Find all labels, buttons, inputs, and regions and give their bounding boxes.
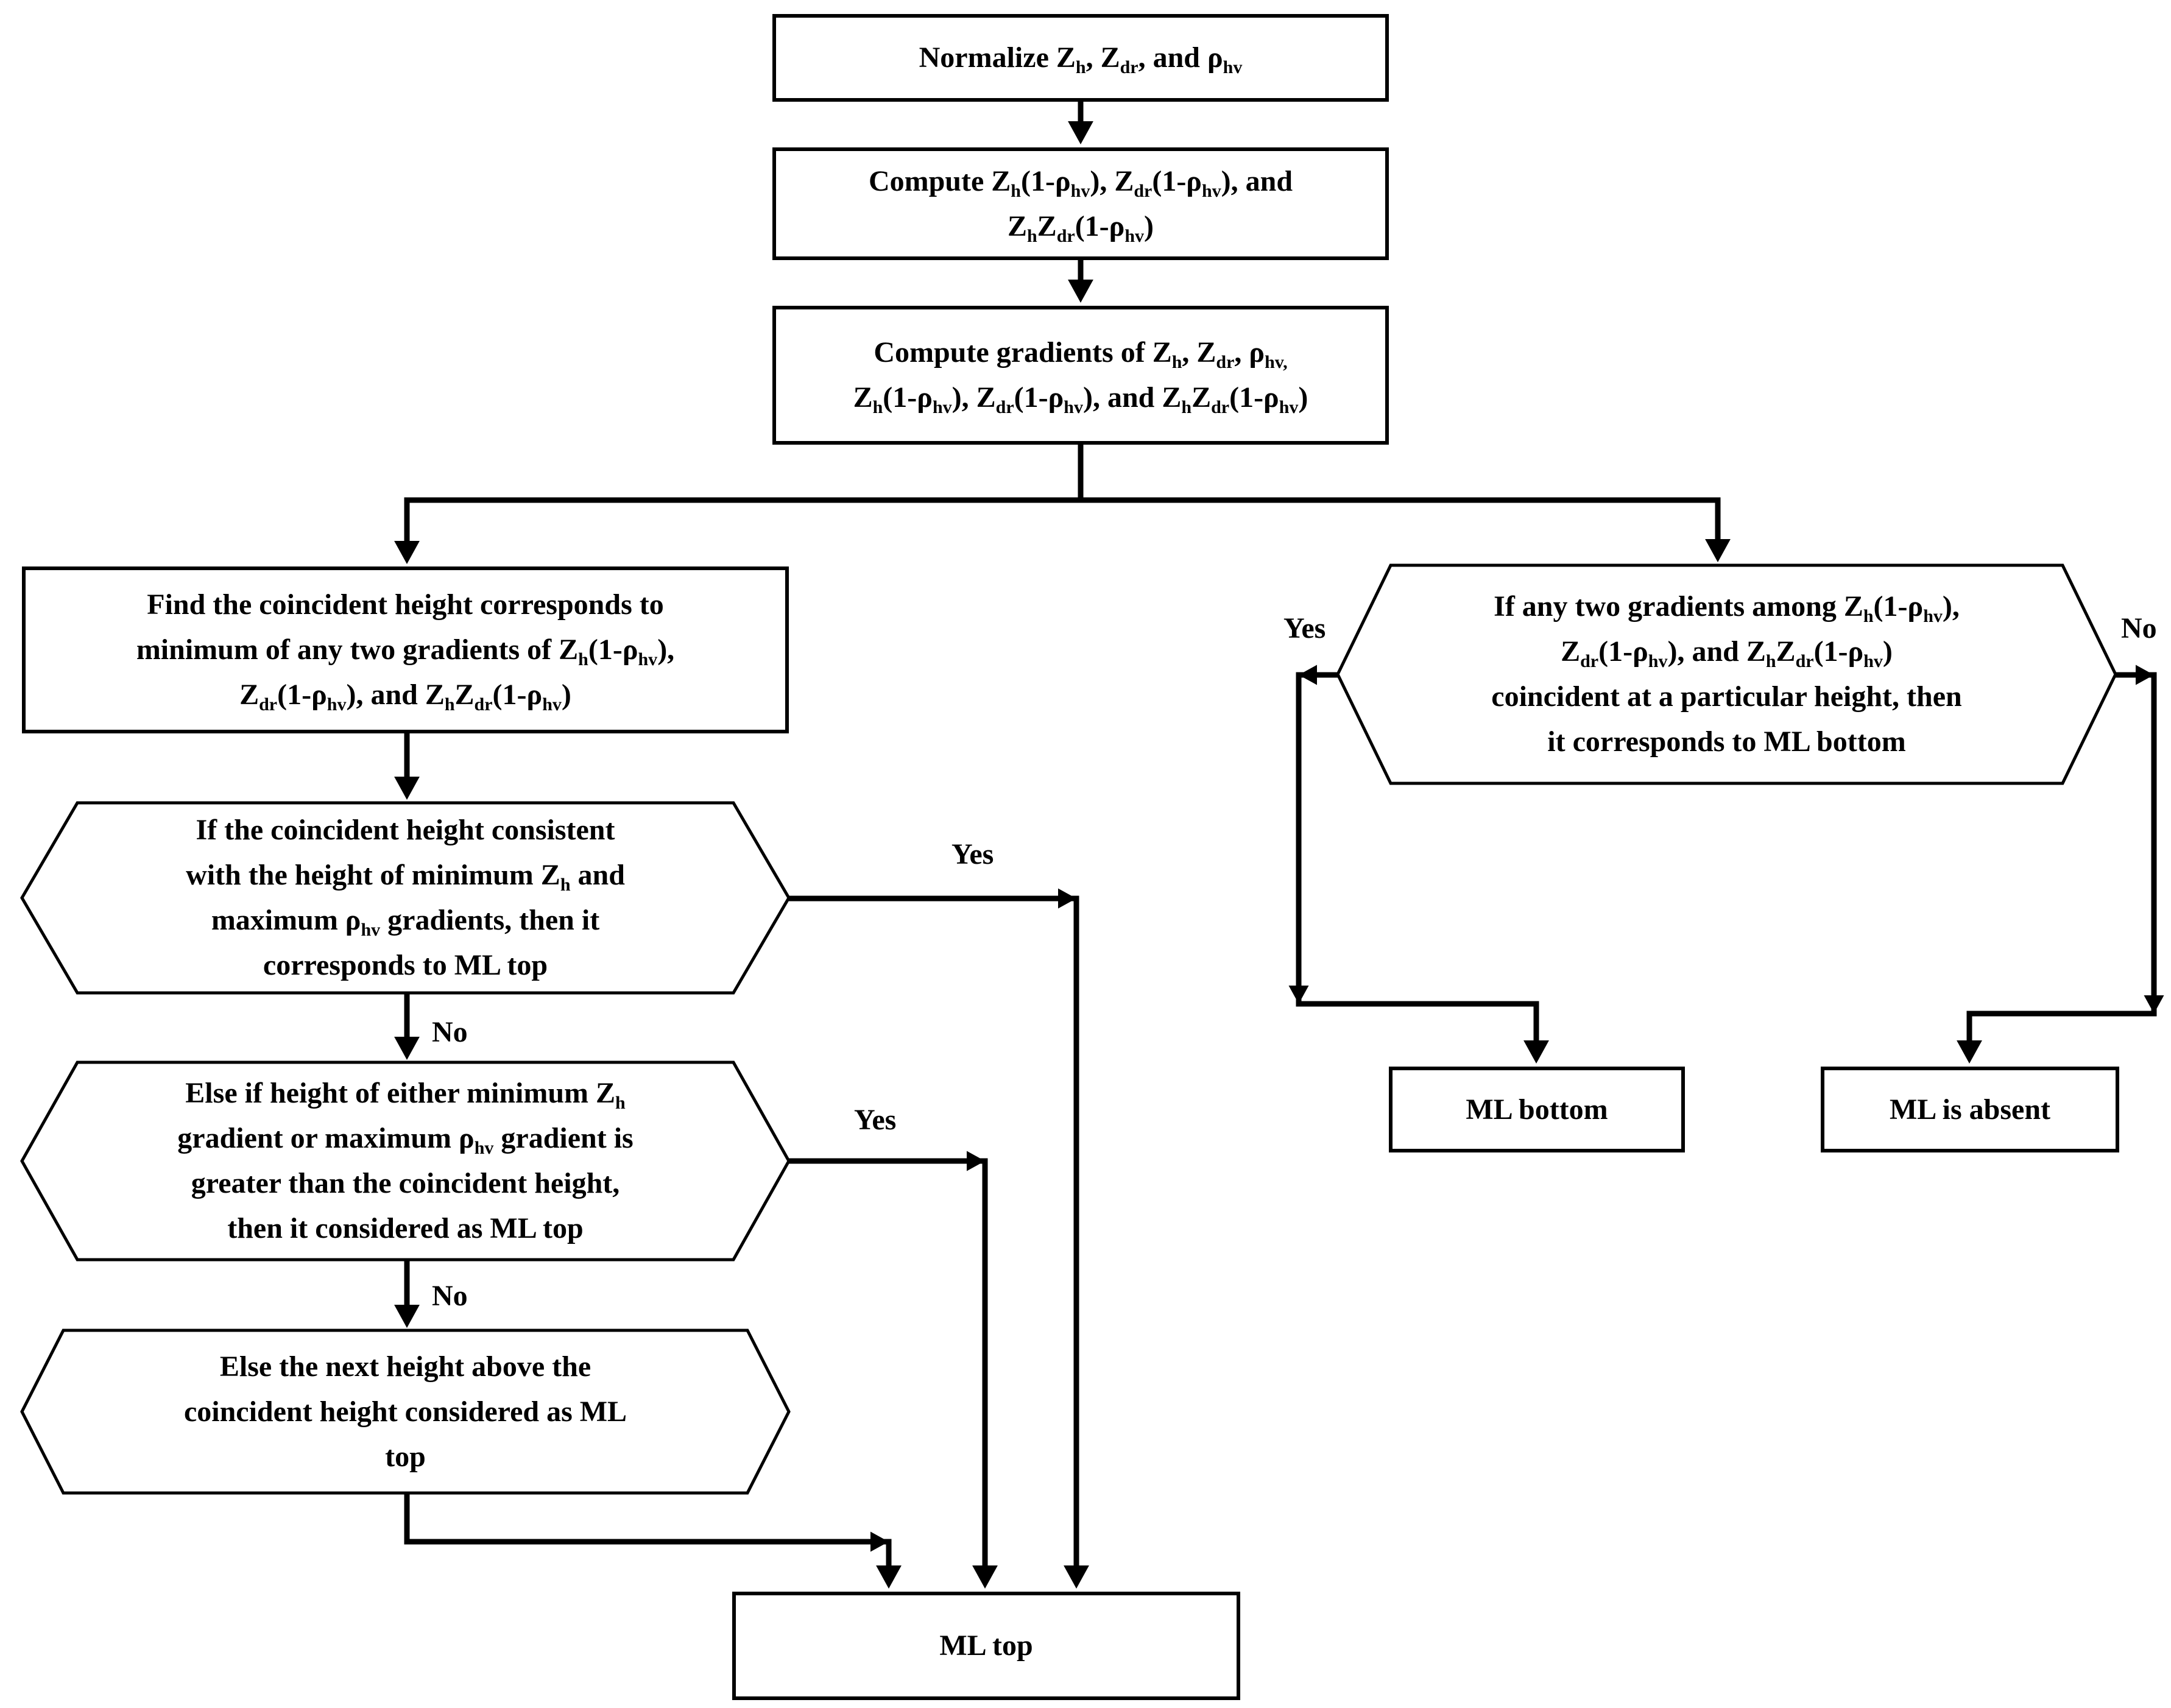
node-text-line: Compute gradients of Zh, Zdr, ρhv,	[874, 336, 1288, 372]
node-text-line: greater than the coincident height,	[191, 1167, 620, 1199]
edge-greater-yes	[789, 1151, 998, 1589]
node-check-bottom-text: If any two gradients among Zh(1-ρhv), Zdr…	[1491, 584, 1961, 764]
node-find-coincident-text: Find the coincident height corresponds t…	[136, 582, 674, 718]
node-text-line: If the coincident height consistent	[196, 814, 615, 846]
edge-corner-arrowhead	[870, 1531, 889, 1552]
node-text-line: ML is absent	[1889, 1093, 2051, 1126]
edge-corner-arrowhead	[1288, 986, 1309, 1004]
node-text-line: gradient or maximum ρhv gradient is	[177, 1122, 634, 1158]
node-ml-absent-text: ML is absent	[1890, 1087, 2050, 1132]
node-ml-bottom: ML bottom	[1389, 1067, 1685, 1152]
edge-arrowhead	[1705, 539, 1731, 562]
node-text-line: ML bottom	[1466, 1093, 1608, 1126]
edge-label-bottom-no: No	[2121, 612, 2157, 644]
node-text-line: minimum of any two gradients of Zh(1-ρhv…	[136, 633, 675, 669]
edge-gradients-to-find	[394, 445, 1084, 564]
node-text-line: it corresponds to ML bottom	[1547, 725, 1906, 758]
node-ml-bottom-text: ML bottom	[1466, 1087, 1608, 1132]
node-text-line: ML top	[939, 1629, 1033, 1662]
node-text-line: Else the next height above the	[219, 1350, 591, 1383]
edge-arrowhead	[1068, 280, 1093, 303]
node-check-consistent-text: If the coincident height consistent with …	[186, 808, 625, 988]
edge-greater-no	[394, 1260, 420, 1328]
edge-consistent-no	[394, 993, 420, 1060]
edge-arrowhead	[1957, 1040, 1982, 1064]
edge-arrowhead	[1064, 1565, 1089, 1589]
edge-line	[789, 895, 1079, 1576]
node-text-line: maximum ρhv gradients, then it	[211, 904, 600, 940]
edge-label-greater-yes: Yes	[854, 1104, 897, 1136]
node-normalize: Normalize Zh, Zdr, and ρhv	[772, 14, 1389, 102]
edge-normalize-to-products	[1068, 101, 1093, 144]
node-text-line: If any two gradients among Zh(1-ρhv),	[1494, 590, 1960, 626]
node-compute-gradients: Compute gradients of Zh, Zdr, ρhv, Zh(1-ρ…	[772, 306, 1389, 445]
node-check-consistent-shape	[20, 801, 791, 995]
edge-consistent-yes	[789, 888, 1089, 1589]
node-text-line: ZhZdr(1-ρhv)	[1007, 210, 1154, 246]
edge-line	[404, 445, 1084, 552]
node-text-line: with the height of minimum Zh and	[186, 859, 625, 895]
edge-line	[1081, 497, 1721, 550]
node-text-line: top	[385, 1440, 426, 1473]
node-text-line: Zdr(1-ρhv), and ZhZdr(1-ρhv)	[239, 679, 571, 715]
node-normalize-text: Normalize Zh, Zdr, and ρhv	[919, 35, 1243, 80]
edge-arrowhead	[876, 1565, 902, 1589]
node-check-greater-text: Else if height of either minimum Zh gradi…	[177, 1071, 633, 1251]
edge-corner-arrowhead	[2144, 995, 2164, 1014]
node-compute-gradients-text: Compute gradients of Zh, Zdr, ρhv, Zh(1-ρ…	[853, 330, 1308, 420]
edge-next-to-top	[404, 1493, 902, 1589]
node-next-height: Else the next height above the coincident…	[22, 1330, 789, 1493]
edge-arrowhead	[394, 1037, 420, 1060]
node-text-line: Find the coincident height corresponds t…	[147, 588, 664, 621]
node-text-line: Zh(1-ρhv), Zdr(1-ρhv), and ZhZdr(1-ρhv)	[853, 381, 1308, 417]
edge-find-to-consistent	[394, 733, 420, 800]
node-check-greater: Else if height of either minimum Zh gradi…	[22, 1062, 789, 1260]
edge-bottom-no	[1957, 665, 2164, 1064]
edge-corner-arrowhead	[1299, 665, 1317, 685]
edge-line	[404, 1493, 892, 1576]
node-ml-top: ML top	[732, 1592, 1240, 1700]
edge-corner-arrowhead	[1058, 888, 1076, 909]
node-next-height-shape	[20, 1329, 791, 1495]
edge-arrowhead	[1068, 121, 1093, 144]
edge-arrowhead	[972, 1565, 998, 1589]
edge-arrowhead	[1523, 1040, 1549, 1064]
edge-label-greater-no: No	[432, 1280, 468, 1312]
edge-arrowhead	[394, 777, 420, 800]
edge-products-to-gradients	[1068, 259, 1093, 303]
node-ml-top-text: ML top	[939, 1623, 1033, 1668]
edge-label-bottom-yes: Yes	[1283, 612, 1326, 644]
edge-gradients-to-bottom-check	[1081, 497, 1731, 562]
edge-corner-arrowhead	[967, 1151, 985, 1171]
node-find-coincident: Find the coincident height corresponds t…	[22, 566, 789, 733]
node-text-line: Else if height of either minimum Zh	[185, 1077, 626, 1113]
node-text-line: Normalize Zh, Zdr, and ρhv	[919, 41, 1243, 77]
edge-label-consistent-no: No	[432, 1016, 468, 1048]
edge-arrowhead	[394, 541, 420, 564]
edge-label-consistent-yes: Yes	[951, 838, 994, 870]
node-text-line: coincident at a particular height, then	[1491, 680, 1962, 713]
node-ml-absent: ML is absent	[1821, 1067, 2119, 1152]
node-check-greater-shape	[20, 1060, 791, 1262]
node-text-line: Zdr(1-ρhv), and ZhZdr(1-ρhv)	[1561, 635, 1893, 671]
node-text-line: Compute Zh(1-ρhv), Zdr(1-ρhv), and	[868, 164, 1293, 201]
edge-line	[789, 1158, 988, 1576]
edge-corner-arrowhead	[2136, 665, 2154, 685]
node-check-consistent: If the coincident height consistent with …	[22, 803, 789, 993]
node-check-bottom: If any two gradients among Zh(1-ρhv), Zdr…	[1338, 565, 2116, 783]
edge-arrowhead	[394, 1305, 420, 1328]
node-text-line: corresponds to ML top	[263, 949, 548, 981]
edge-bottom-yes	[1288, 665, 1549, 1064]
node-text-line: then it considered as ML top	[227, 1212, 584, 1244]
node-text-line: coincident height considered as ML	[183, 1395, 627, 1428]
node-next-height-text: Else the next height above the coincident…	[184, 1344, 627, 1480]
